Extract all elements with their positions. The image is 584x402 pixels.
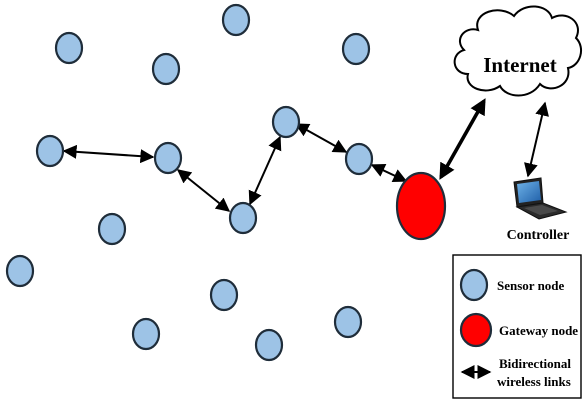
sensor-node [254,328,284,362]
legend-link-label-line1: Bidirectional [499,356,571,371]
sensor-node [97,212,127,246]
sensor-node [271,105,301,139]
sensor-node [333,305,363,339]
legend: Sensor node Gateway node Bidirectional w… [452,254,582,399]
internet-label: Internet [483,53,556,77]
legend-sensor-icon [459,268,489,302]
link-n5-gateway [370,164,408,182]
legend-gateway-label: Gateway node [499,323,578,338]
sensor-node [151,52,181,86]
internet-cloud: Internet [453,5,583,97]
sensor-nodes [5,3,374,362]
legend-gateway-icon [459,312,493,348]
sensor-node [5,254,35,288]
cloud-icon [453,5,583,97]
gateway-node [395,171,447,241]
controller: Controller [507,177,570,243]
laptop-icon [513,177,568,220]
link-n3-n4 [248,135,282,206]
link-n4-n5 [294,123,348,153]
sensor-node [209,278,239,312]
wireless-links [62,98,549,212]
sensor-node [54,31,84,65]
sensor-node [344,142,374,176]
link-internet-controller [524,101,549,178]
legend-sensor-label: Sensor node [497,278,565,293]
controller-label: Controller [507,228,570,243]
link-n1-n2 [62,144,155,164]
sensor-node [341,32,371,66]
sensor-node [153,141,183,175]
sensor-node [35,134,65,168]
link-gateway-internet [439,98,486,180]
sensor-node [131,317,161,351]
sensor-node [228,201,258,235]
link-n2-n3 [176,169,231,212]
sensor-node [221,3,251,37]
legend-link-label-line2: wireless links [497,374,571,389]
